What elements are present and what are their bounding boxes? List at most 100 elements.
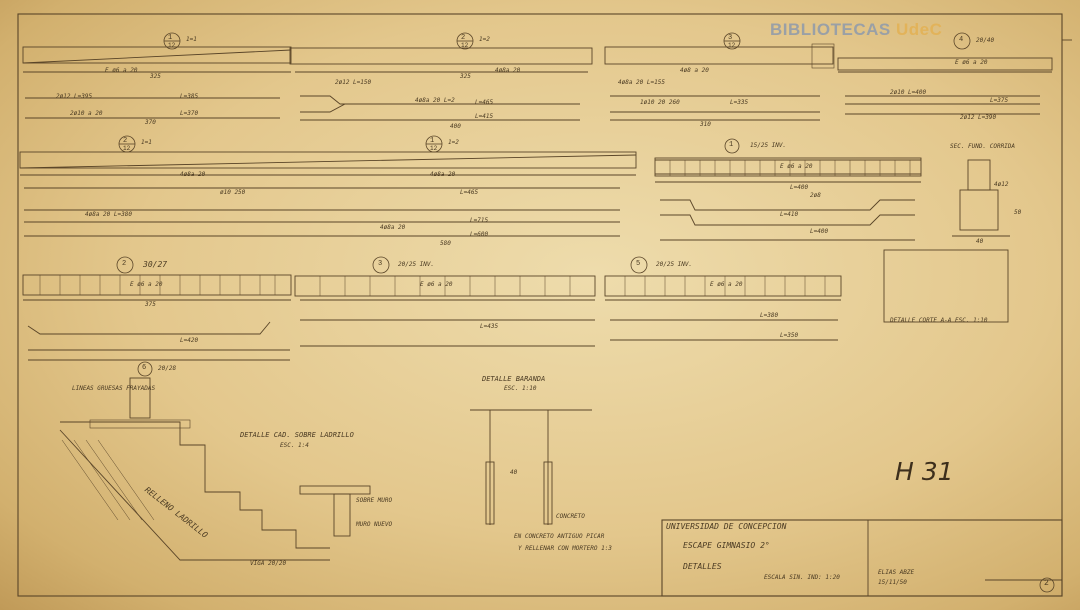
rebar-callout: 4ø8a 20 L=2 (415, 97, 455, 104)
watermark-secondary: UdeC (895, 20, 943, 39)
rebar-callout: 1ø10 20 260 (640, 99, 680, 106)
rebar-callout: E ø6 a 20 (130, 281, 163, 288)
section-mark-2-den: 12 (461, 42, 469, 49)
section-detail-title: DETALLE CORTE A-A ESC. 1:10 (890, 317, 988, 324)
section-mark-5-num: 2 (123, 137, 128, 145)
beam-2-section: 30/27 (143, 260, 168, 269)
foundation-rebar: 4ø12 (994, 181, 1009, 188)
rebar-callout: L=385 (180, 93, 199, 100)
section-mark-4-note: 20/40 (976, 37, 995, 44)
rebar-callout: 4ø8a 20 (430, 171, 456, 178)
baranda-title: DETALLE BARANDA (482, 375, 546, 383)
foundation-section-title: SEC. FUND. CORRIDA (950, 143, 1016, 150)
rebar-callout: 4ø8a 20 L=380 (85, 211, 132, 218)
stair-note: LINEAS GRUESAS FRAYADAS (72, 385, 156, 392)
drawing-name: DETALLES (683, 562, 722, 571)
foundation-dim-height: 50 (1014, 209, 1022, 216)
rebar-callout: E ø6 a 20 (955, 59, 988, 66)
beam-5-mark: 5 (636, 260, 641, 268)
rebar-callout: 2ø12 L=150 (335, 79, 372, 86)
rebar-callout: 4ø8 a 20 (680, 67, 709, 74)
section-mark-5-den: 12 (123, 145, 131, 152)
beam-3-section: 20/25 INV. (398, 261, 435, 268)
rebar-callout: 2ø12 L=395 (56, 93, 93, 100)
rebar-callout: 4ø8a 20 (180, 171, 206, 178)
rebar-callout: L=715 (470, 217, 489, 224)
rebar-callout: 4ø8a 20 L=155 (618, 79, 665, 86)
rebar-callout: E ø6 a 20 (420, 281, 453, 288)
rebar-callout: L=375 (990, 97, 1009, 104)
rebar-callout: 2ø10 a 20 (70, 110, 103, 117)
baranda-note-1: EN CONCRETO ANTIGUO PICAR (514, 533, 605, 540)
rebar-callout: L=600 (470, 231, 489, 238)
baranda-note-2: Y RELLENAR CON MORTERO 1:3 (518, 545, 612, 552)
rebar-callout: E ø6 a 20 (105, 67, 138, 74)
rebar-callout: 4ø8a 20 (380, 224, 406, 231)
stair-mark: 6 (142, 364, 147, 372)
stair-section: 20/28 (158, 365, 177, 372)
rebar-callout: L=350 (780, 332, 799, 339)
rebar-callout: L=465 (460, 189, 479, 196)
rebar-callout: 325 (460, 73, 471, 80)
rebar-callout: L=370 (180, 110, 199, 117)
rebar-callout: L=420 (180, 337, 199, 344)
stair-detail-title: DETALLE CAD. SOBRE LADRILLO (240, 431, 354, 439)
rebar-callout: L=335 (730, 99, 749, 106)
section-mark-1-note: 1=1 (186, 36, 197, 43)
rebar-callout: 400 (450, 123, 461, 130)
rebar-callout: L=380 (760, 312, 779, 319)
section-mark-1-num: 1 (168, 34, 173, 42)
section-mark-2-note: 1=2 (479, 36, 490, 43)
section-mark-3-num: 3 (728, 34, 733, 42)
author: ELIAS ABZE (878, 569, 915, 576)
beam-label: VIGA 20/20 (250, 560, 287, 567)
archive-watermark: BIBLIOTECAS UdeC (770, 20, 942, 40)
section-mark-2-num: 2 (461, 34, 466, 42)
rebar-callout: 325 (150, 73, 161, 80)
beam-3-mark: 3 (378, 260, 383, 268)
section-mark-4-num: 4 (959, 36, 964, 44)
rebar-callout: 2ø12 L=390 (960, 114, 997, 121)
rebar-callout: 370 (145, 119, 156, 126)
section-mark-6-note: 1=2 (448, 139, 459, 146)
baranda-dim: 40 (510, 469, 518, 476)
baranda-concreto: CONCRETO (556, 513, 585, 520)
rebar-callout: L=435 (480, 323, 499, 330)
project-name: ESCAPE GIMNASIO 2° (683, 541, 770, 550)
rebar-callout: 580 (440, 240, 451, 247)
rebar-callout: E ø6 a 20 (780, 163, 813, 170)
institution: UNIVERSIDAD DE CONCEPCION (666, 522, 787, 531)
beam-1-mark: 1 (729, 141, 734, 149)
rebar-callout: L=400 (810, 228, 829, 235)
author-date: 15/11/50 (878, 579, 907, 586)
rebar-callout: 4ø8a 20 (495, 67, 521, 74)
baranda-scale: ESC. 1:10 (504, 385, 537, 392)
drawing-scale: ESCALA SIN. IND: 1:20 (764, 574, 840, 581)
stair-detail-scale: ESC. 1:4 (280, 442, 309, 449)
rebar-callout: 2ø8 (810, 192, 821, 199)
stair-note-ladrillo: SOBRE MURO (356, 497, 393, 504)
section-mark-6-num: 1 (430, 137, 435, 145)
beam-5-section: 20/25 INV. (656, 261, 693, 268)
watermark-primary: BIBLIOTECAS (770, 20, 891, 39)
rebar-callout: L=465 (475, 99, 494, 106)
rebar-callout: 310 (700, 121, 711, 128)
beam-2-mark: 2 (122, 260, 127, 268)
stair-note-muro: MURO NUEVO (356, 521, 393, 528)
rebar-callout: L=415 (475, 113, 494, 120)
rebar-callout: ø10 250 (220, 189, 246, 196)
plan-id: H 31 (895, 457, 954, 486)
section-mark-3-den: 12 (728, 42, 736, 49)
foundation-dim-width: 40 (976, 238, 984, 245)
beam-1-section: 15/25 INV. (750, 142, 787, 149)
rebar-callout: 375 (145, 301, 156, 308)
sheet-number: 2 (1044, 579, 1049, 588)
section-mark-1-den: 12 (168, 42, 176, 49)
rebar-callout: L=400 (790, 184, 809, 191)
rebar-callout: 2ø10 L=400 (890, 89, 927, 96)
section-mark-6-den: 12 (430, 145, 438, 152)
section-mark-5-note: 1=1 (141, 139, 152, 146)
rebar-callout: E ø6 a 20 (710, 281, 743, 288)
